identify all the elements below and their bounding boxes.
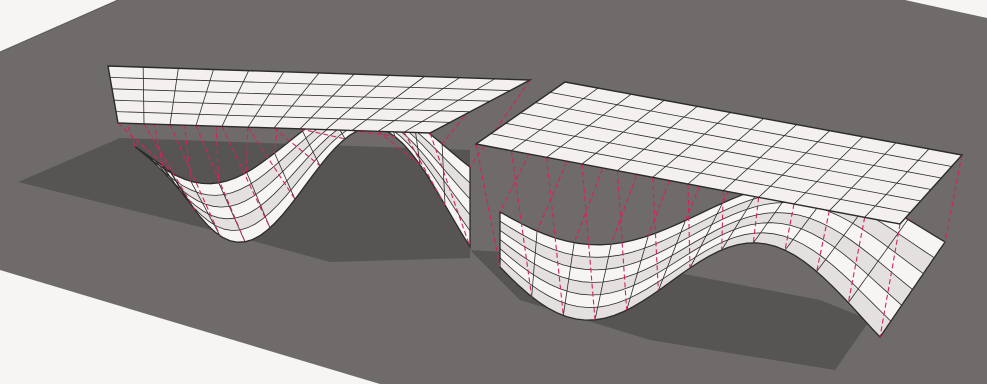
rendered-scene xyxy=(0,0,987,384)
scene-canvas xyxy=(0,0,987,384)
